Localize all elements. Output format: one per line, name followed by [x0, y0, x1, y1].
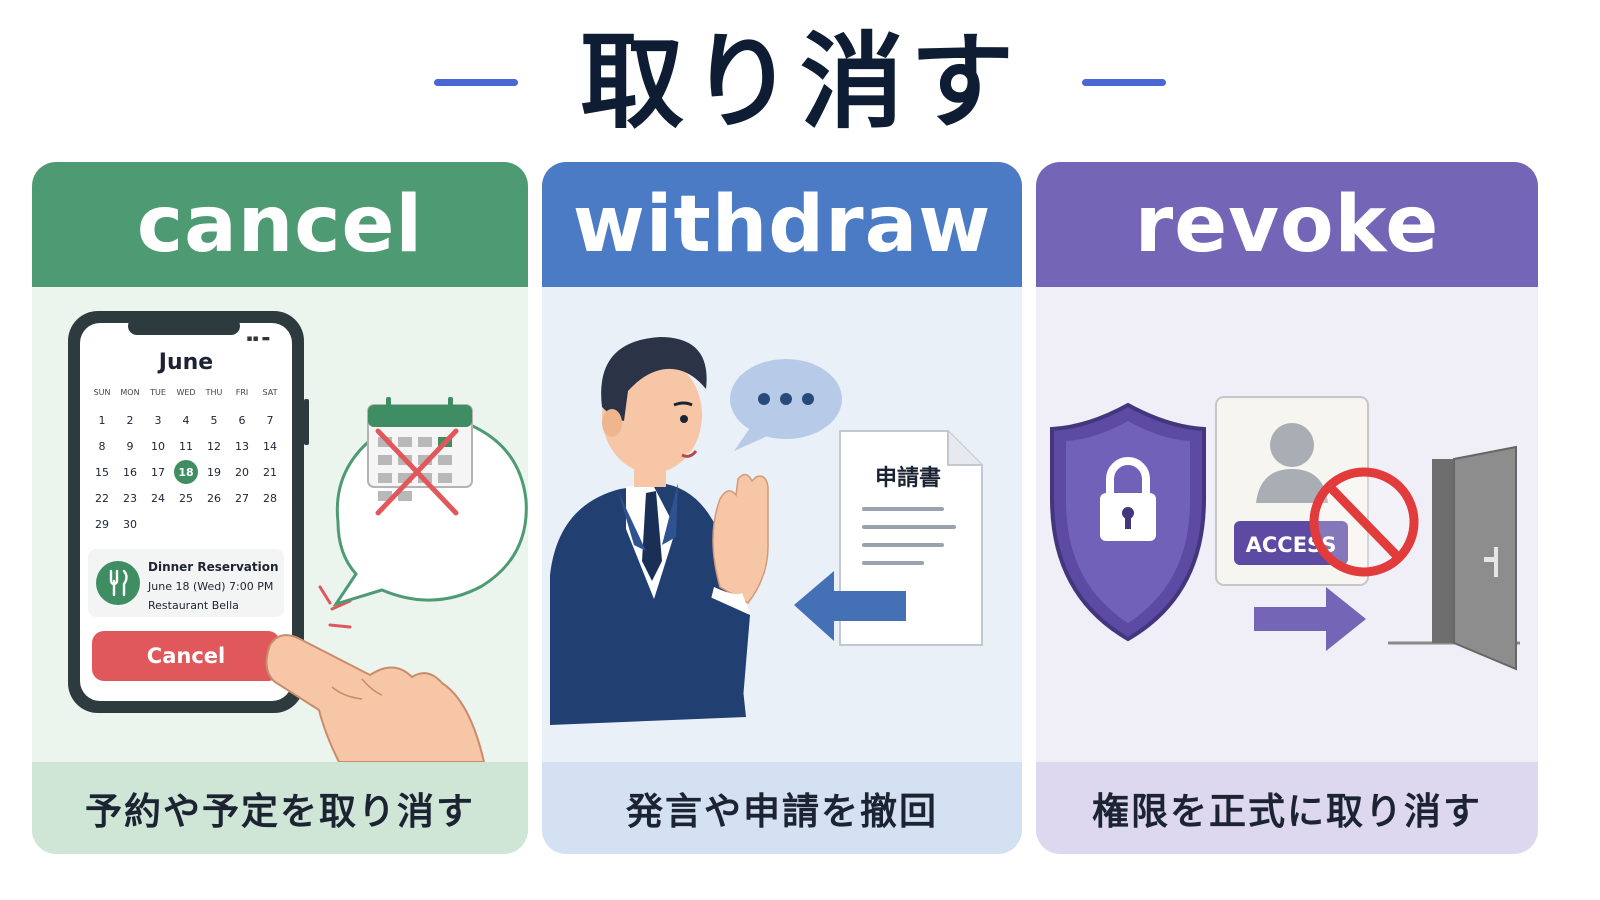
cancel-button-label: Cancel: [147, 644, 225, 668]
title-row: 取り消す: [0, 22, 1600, 142]
shield-lock-icon: [1050, 402, 1206, 642]
calendar-day[interactable]: 21: [263, 466, 277, 479]
document-title: 申請書: [875, 465, 941, 491]
calendar-day[interactable]: 5: [211, 414, 218, 427]
calendar-day[interactable]: 8: [99, 440, 106, 453]
calendar-weekday: THU: [205, 388, 223, 397]
calendar-day[interactable]: 13: [235, 440, 249, 453]
door-icon: [1388, 445, 1520, 671]
calendar-day[interactable]: 14: [263, 440, 277, 453]
svg-text:▪▪ ▬: ▪▪ ▬: [246, 334, 270, 344]
calendar-day[interactable]: 27: [235, 492, 249, 505]
calendar-day[interactable]: 11: [179, 440, 193, 453]
panel-withdraw: withdraw 申請書: [542, 162, 1022, 854]
tap-indicator-icon: [318, 585, 352, 629]
reservation-title: Dinner Reservation: [148, 560, 279, 574]
reservation-datetime: June 18 (Wed) 7:00 PM: [147, 580, 273, 593]
calendar-day[interactable]: 22: [95, 492, 109, 505]
panel-withdraw-caption: 発言や申請を撤回: [542, 762, 1022, 854]
calendar-weekday: SAT: [263, 388, 278, 397]
panel-withdraw-header: withdraw: [542, 162, 1022, 287]
calendar-day[interactable]: 26: [207, 492, 221, 505]
calendar-day[interactable]: 12: [207, 440, 221, 453]
businessman-icon: [550, 337, 769, 725]
calendar-day[interactable]: 9: [127, 440, 134, 453]
page-title: 取り消す: [579, 21, 1020, 143]
panel-cancel-header: cancel: [32, 162, 528, 287]
calendar-month: June: [157, 350, 213, 375]
calendar-weekday: FRI: [236, 388, 249, 397]
calendar-day[interactable]: 6: [239, 414, 246, 427]
calendar-day[interactable]: 10: [151, 440, 165, 453]
calendar-weekday: WED: [176, 388, 195, 397]
calendar-day[interactable]: 29: [95, 518, 109, 531]
calendar-day[interactable]: 16: [123, 466, 137, 479]
cancel-button[interactable]: Cancel: [92, 631, 280, 681]
calendar-day[interactable]: 17: [151, 466, 165, 479]
calendar-day[interactable]: 28: [263, 492, 277, 505]
calendar-day[interactable]: 24: [151, 492, 165, 505]
panel-cancel-caption: 予約や予定を取り消す: [32, 762, 528, 854]
panel-revoke-illustration: ACCESS: [1036, 287, 1538, 762]
calendar-day[interactable]: 25: [179, 492, 193, 505]
calendar-day[interactable]: 3: [155, 414, 162, 427]
crossed-calendar-bubble: [332, 397, 528, 607]
calendar-weekday: MON: [120, 388, 139, 397]
calendar-day[interactable]: 19: [207, 466, 221, 479]
pointing-hand-icon: [265, 634, 486, 762]
title-decor-right: [1082, 78, 1166, 86]
panel-revoke: revoke ACCESS: [1036, 162, 1538, 854]
reservation-card: Dinner Reservation June 18 (Wed) 7:00 PM…: [88, 549, 284, 617]
calendar-day[interactable]: 4: [183, 414, 190, 427]
calendar-day[interactable]: 7: [267, 414, 274, 427]
withdraw-arrow-icon: [794, 571, 906, 641]
utensils-icon: [96, 561, 140, 605]
calendar-selected-day-marker: [174, 460, 198, 484]
title-decor-left: [433, 78, 518, 86]
calendar-day[interactable]: 15: [95, 466, 109, 479]
revoke-arrow-icon: [1254, 587, 1366, 651]
panel-revoke-header: revoke: [1036, 162, 1538, 287]
prohibited-icon: [1309, 467, 1419, 577]
calendar-day[interactable]: 30: [123, 518, 137, 531]
panel-revoke-caption: 権限を正式に取り消す: [1036, 762, 1538, 854]
calendar-day[interactable]: 18: [178, 466, 193, 479]
panel-withdraw-illustration: 申請書: [542, 287, 1022, 762]
calendar-weekday: SUN: [94, 388, 111, 397]
calendar-weekday: TUE: [149, 388, 166, 397]
access-card-icon: ACCESS: [1215, 396, 1369, 586]
speech-bubble-icon: [730, 359, 842, 451]
reservation-place: Restaurant Bella: [148, 599, 239, 612]
calendar-day[interactable]: 2: [127, 414, 134, 427]
calendar-day[interactable]: 20: [235, 466, 249, 479]
calendar-day[interactable]: 1: [99, 414, 106, 427]
calendar-day[interactable]: 23: [123, 492, 137, 505]
